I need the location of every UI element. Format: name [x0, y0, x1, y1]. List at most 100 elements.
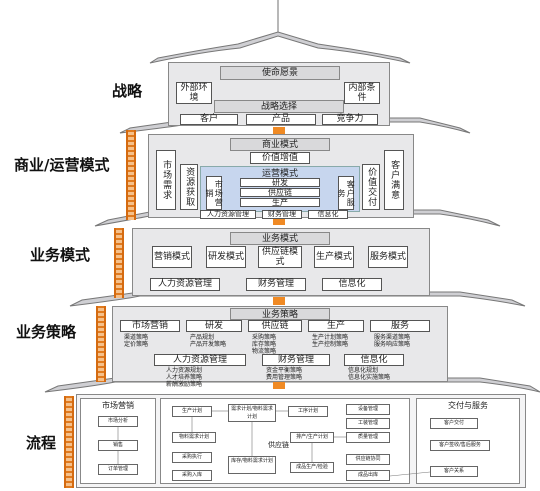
process-right-box-1: 设备管理: [346, 404, 390, 415]
process-delivery-box-2: 客户签收/售后服务: [430, 440, 490, 451]
process-delivery-box-3: 客户关系: [430, 466, 478, 477]
bs-it-detail-1: 信息化规划: [348, 367, 379, 374]
ops-it-box: 信息化: [308, 210, 348, 219]
bs-detail-production-2: 生产控制策略: [312, 341, 349, 348]
bs-finance-detail-2: 费用管理策略: [266, 374, 303, 381]
bs-detail-rd-1: 产品规划: [190, 334, 215, 341]
process-right-box-2: 工装管理: [346, 418, 390, 429]
bs-it-box: 信息化: [344, 354, 404, 366]
bs-detail-service-2: 服务响应策略: [374, 341, 411, 348]
bs-item-service: 服务: [370, 320, 430, 332]
tier-label-process: 流程: [26, 434, 57, 452]
resource-acquire-box: 资源获取: [180, 164, 198, 210]
internal-cond-box: 内部条件: [344, 82, 380, 104]
process-left-box-1: 市场分析: [98, 416, 138, 427]
tier-label-business-strategy: 业务策略: [16, 323, 77, 341]
mission-box: 使命愿景: [220, 66, 340, 80]
bs-finance-box: 财务管理: [262, 354, 330, 366]
business-model-title: 商业模式: [230, 138, 330, 151]
ladder-4: [64, 396, 74, 488]
bm-item-production: 生产模式: [314, 246, 354, 268]
product-box: 产品: [246, 114, 316, 125]
bs-finance-detail-1: 资金平衡策略: [266, 367, 303, 374]
process-supply-label: 供应链: [268, 441, 289, 449]
process-core-box-5: 成品生产/检验: [290, 462, 334, 473]
bs-detail-supply-1: 采购策略: [252, 334, 277, 341]
process-right-box-4: 供应链协同: [346, 454, 390, 465]
value-add-box: 价值增值: [250, 152, 310, 164]
process-core-box-4: 排产/生产计划: [290, 432, 334, 443]
process-mid-box-4: 采购入库: [172, 470, 212, 481]
business-strategy-title: 业务策略: [230, 308, 330, 320]
ops-production-box: 生产: [240, 198, 320, 207]
value-delivery-box: 价值交付: [362, 164, 380, 210]
customer-satisfaction-box: 客户满意: [384, 150, 404, 210]
pillar-4: [273, 381, 285, 389]
process-core-box-1: 需求计划/物料需求计划: [228, 404, 276, 422]
bm-finance-box: 财务管理: [246, 278, 306, 291]
bm-item-service: 服务模式: [368, 246, 408, 268]
process-mid-box-1: 生产计划: [172, 406, 212, 417]
bs-detail-production: 生产计划策略 生产控制策略: [312, 334, 366, 348]
process-right-box-3: 质量管理: [346, 432, 390, 443]
bs-finance-details: 资金平衡策略 费用管理策略: [266, 367, 330, 381]
competitiveness-box: 竞争力: [322, 114, 378, 125]
bs-detail-service-1: 服务渠道策略: [374, 334, 411, 341]
process-left-box-2: 销售: [98, 440, 138, 451]
process-left-box-3: 订单管理: [98, 464, 138, 475]
bm-item-supply: 供应链模式: [258, 246, 302, 268]
process-core-box-2: 库存/物料需求计划: [228, 456, 276, 474]
market-demand-box: 市场需求: [156, 150, 176, 210]
bm-hr-box: 人力资源管理: [150, 278, 220, 291]
bm-item-rd: 研发模式: [206, 246, 246, 268]
process-right-title: 交付与服务: [448, 401, 488, 410]
ops-customer-service-box: 客户服务: [337, 176, 355, 210]
bm-it-box: 信息化: [322, 278, 382, 291]
process-left-title: 市场营销: [102, 401, 134, 410]
bs-detail-rd: 产品规划 产品开发策略: [190, 334, 244, 348]
process-core-box-3: 工序计划: [288, 406, 328, 417]
bs-detail-supply: 采购策略 库存策略 物流策略: [252, 334, 302, 355]
process-mid-box-2: 物料需求计划: [172, 432, 216, 443]
ladder-3: [96, 306, 106, 382]
tier-label-strategy: 战略: [112, 82, 143, 100]
customer-box: 客户: [180, 114, 238, 125]
ladder-1: [126, 130, 136, 220]
ops-marketing-box: 市场营销: [205, 176, 223, 210]
bs-item-supply: 供应链: [248, 320, 302, 332]
bs-hr-detail-3: 薪酬激励策略: [166, 381, 203, 388]
bs-it-detail-2: 信息化实施策略: [348, 374, 391, 381]
ops-finance-box: 财务管理: [262, 210, 302, 219]
bs-detail-marketing-1: 渠道策略: [124, 334, 149, 341]
bs-hr-box: 人力资源管理: [154, 354, 246, 366]
bs-hr-details: 人力资源规划 人才培养策略 薪酬激励策略: [166, 367, 246, 388]
ladder-2: [114, 228, 124, 298]
bs-item-rd: 研发: [186, 320, 242, 332]
ops-rd-box: 研发: [240, 178, 320, 187]
bs-detail-supply-2: 库存策略: [252, 341, 277, 348]
bs-item-marketing: 市场营销: [120, 320, 180, 332]
process-mid-box-3: 采购执行: [172, 452, 212, 463]
bs-detail-marketing-2: 定价策略: [124, 341, 149, 348]
external-env-box: 外部环境: [176, 82, 212, 104]
process-right-box-5: 成品出库: [346, 470, 390, 481]
pillar-3: [273, 297, 285, 305]
strategy-choice-box: 战略选择: [214, 100, 344, 113]
bs-detail-service: 服务渠道策略 服务响应策略: [374, 334, 432, 348]
tier-label-business-model: 业务模式: [30, 246, 91, 264]
process-delivery-box-1: 客户交付: [430, 418, 478, 429]
tier-label-business-ops: 商业/运营模式: [14, 156, 110, 174]
bs-hr-detail-2: 人才培养策略: [166, 374, 203, 381]
business-model-title-2: 业务模式: [230, 232, 330, 245]
bm-item-marketing: 营销模式: [152, 246, 192, 268]
pillar-1: [273, 127, 285, 135]
ops-supply-box: 供应链: [240, 188, 320, 197]
bs-detail-marketing: 渠道策略 定价策略: [124, 334, 180, 348]
bs-detail-supply-3: 物流策略: [252, 348, 277, 355]
bs-detail-rd-2: 产品开发策略: [190, 341, 227, 348]
ops-hr-box: 人力资源管理: [200, 210, 256, 219]
bs-hr-detail-1: 人力资源规划: [166, 367, 203, 374]
bs-detail-production-1: 生产计划策略: [312, 334, 349, 341]
ops-model-title: 运营模式: [261, 169, 298, 179]
pillar-2: [273, 217, 285, 225]
